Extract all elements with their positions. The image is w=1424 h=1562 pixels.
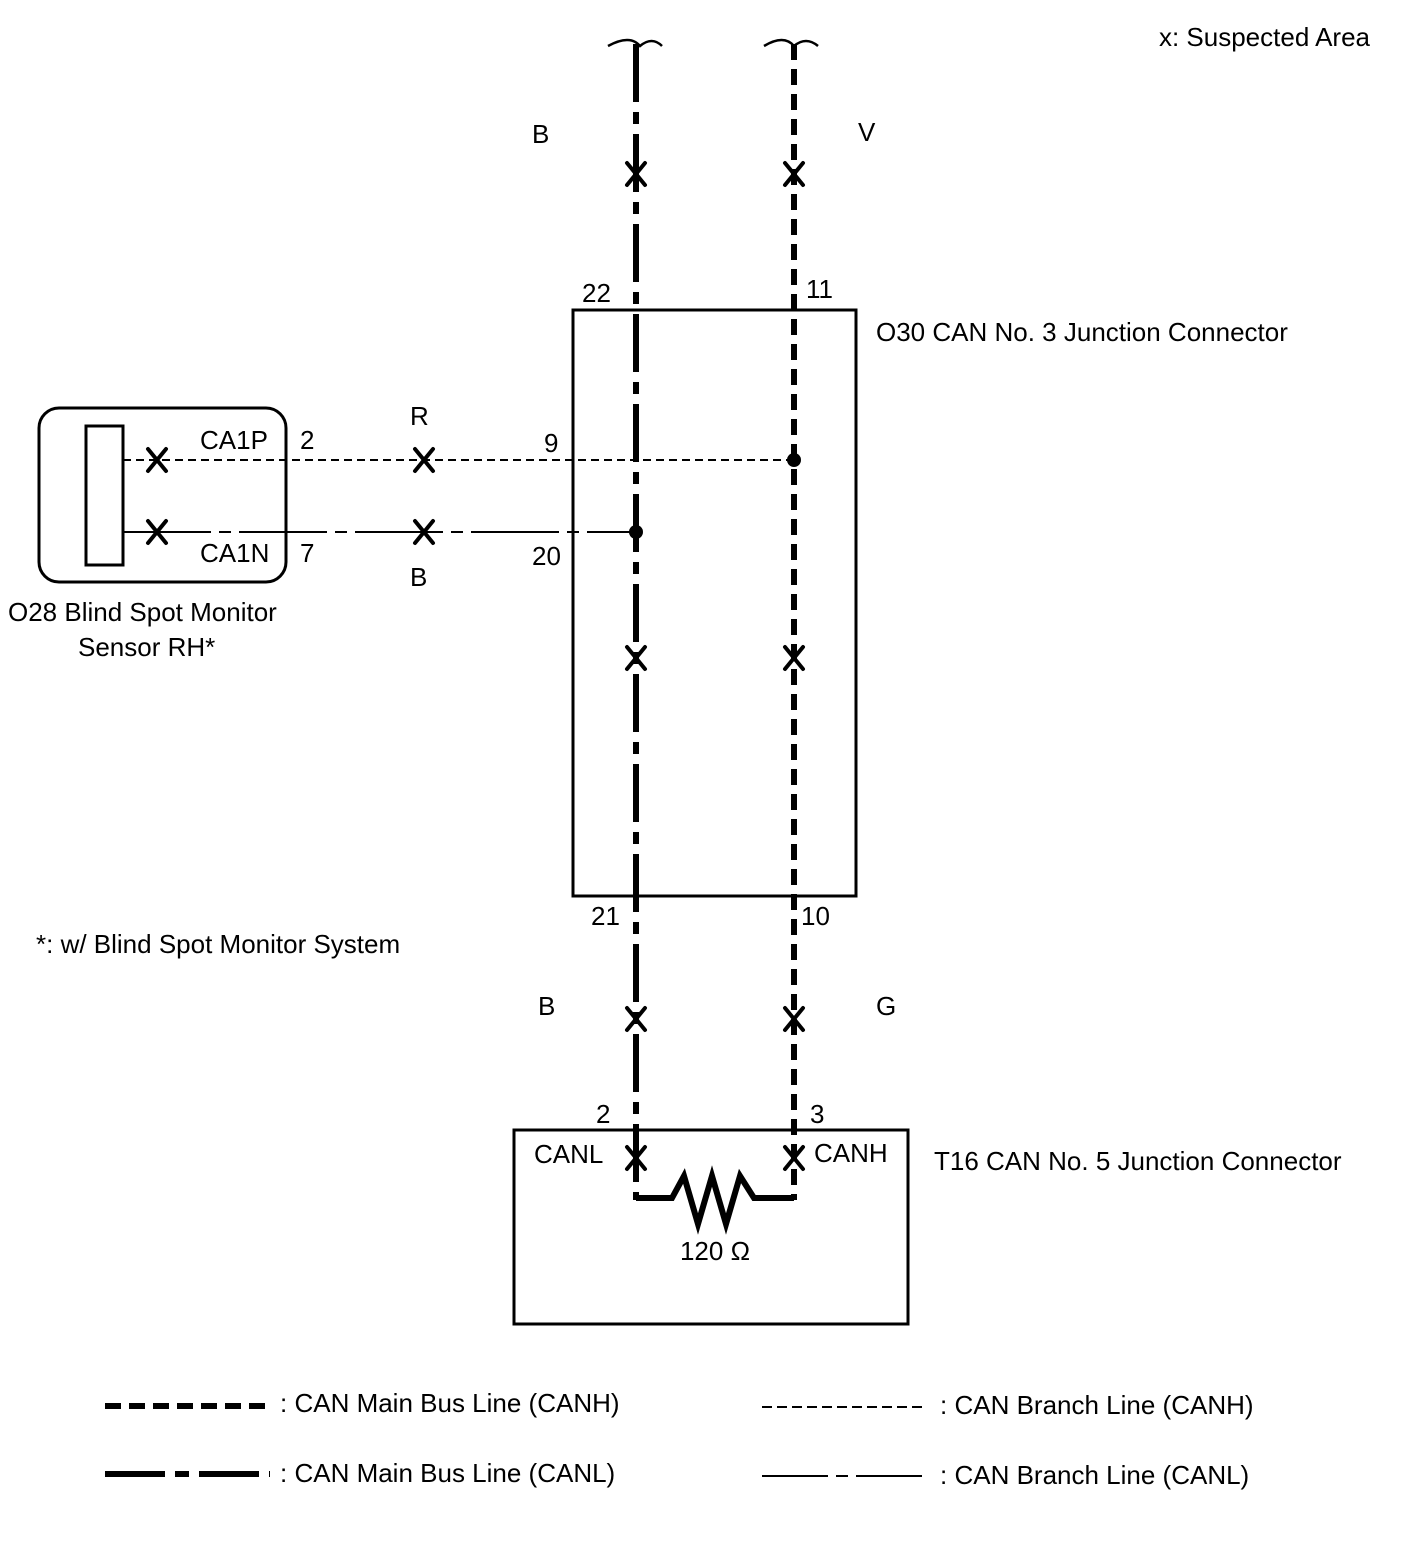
suspected-x-o28-ca1n	[146, 519, 168, 545]
suspected-x-t16-canl	[625, 1145, 647, 1171]
o28-terminal-ca1n: CA1N	[200, 538, 269, 568]
o28-connector-box	[37, 406, 288, 584]
suspected-x-canl-top	[625, 161, 647, 187]
suspected-x-branch-canl	[413, 519, 435, 545]
suspected-x-canh-top	[783, 161, 805, 187]
termination-resistor	[636, 1165, 794, 1235]
o30-label: O30 CAN No. 3 Junction Connector	[876, 317, 1288, 347]
o30-pin-canl-top: 22	[582, 278, 611, 308]
footnote: *: w/ Blind Spot Monitor System	[36, 929, 400, 959]
canl-branch-wire-color: B	[410, 562, 427, 592]
t16-connector-box	[512, 1128, 910, 1326]
t16-pin-canh: 3	[810, 1099, 824, 1129]
o30-pin-branch-canl: 20	[532, 541, 561, 571]
o28-label-line2: Sensor RH*	[78, 632, 215, 662]
canh-top-wire-color: V	[858, 117, 876, 147]
t16-label: T16 CAN No. 5 Junction Connector	[934, 1146, 1342, 1176]
legend-main-canh-label: : CAN Main Bus Line (CANH)	[280, 1388, 620, 1418]
o30-pin-canh-top: 11	[806, 274, 833, 304]
junction-dot-canh	[787, 453, 801, 467]
o28-pin-p: 2	[300, 425, 314, 455]
o28-sensor-element	[84, 424, 125, 567]
suspected-x-canl-bottom	[625, 1006, 647, 1032]
suspected-x-canh-mid	[783, 645, 805, 671]
canh-branch-wire-color: R	[410, 401, 429, 431]
legend-branch-canh-label: : CAN Branch Line (CANH)	[940, 1390, 1254, 1420]
suspected-x-canh-bottom	[783, 1006, 805, 1032]
resistor-value: 120 Ω	[680, 1236, 750, 1266]
suspected-x-t16-canh	[783, 1145, 805, 1171]
t16-terminal-canl: CANL	[534, 1139, 603, 1169]
suspected-x-branch-canh	[413, 447, 435, 473]
o30-pin-canh-bottom: 10	[801, 901, 830, 931]
canh-bottom-wire-color: G	[876, 991, 896, 1021]
suspected-x-o28-ca1p	[146, 447, 168, 473]
legend-branch-canl-label: : CAN Branch Line (CANL)	[940, 1460, 1249, 1490]
o28-pin-n: 7	[300, 538, 314, 568]
suspected-x-canl-mid	[625, 645, 647, 671]
junction-dot-canl	[629, 525, 643, 539]
o28-terminal-ca1p: CA1P	[200, 425, 268, 455]
suspected-area-note: x: Suspected Area	[1159, 22, 1371, 52]
o30-pin-branch-canh: 9	[544, 428, 558, 458]
o30-pin-canl-bottom: 21	[591, 901, 620, 931]
t16-terminal-canh: CANH	[814, 1138, 888, 1168]
o28-label-line1: O28 Blind Spot Monitor	[8, 597, 277, 627]
t16-pin-canl: 2	[596, 1099, 610, 1129]
legend-main-canl-label: : CAN Main Bus Line (CANL)	[280, 1458, 615, 1488]
o30-connector-box	[571, 308, 858, 898]
canl-bottom-wire-color: B	[538, 991, 555, 1021]
wire-break-canl	[607, 38, 663, 48]
canl-top-wire-color: B	[532, 119, 549, 149]
